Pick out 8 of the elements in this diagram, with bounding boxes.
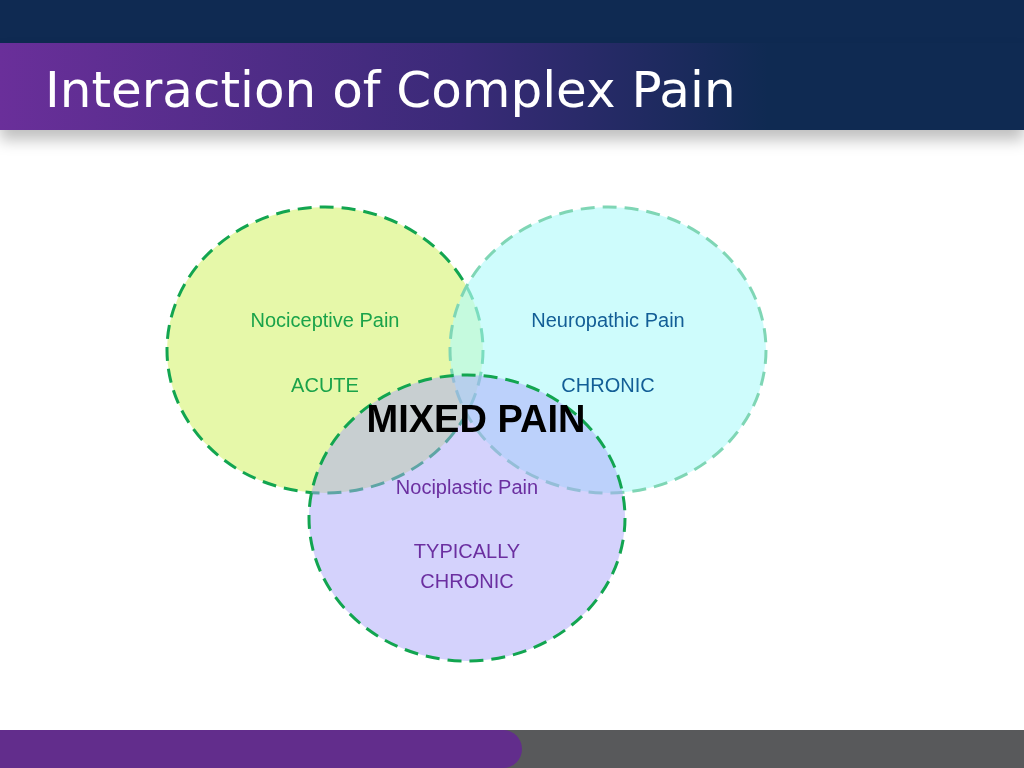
circle-text: CHRONIC [560, 373, 656, 398]
circle-heading: Nociceptive Pain [250, 309, 400, 332]
slide-title: Interaction of Complex Pain [45, 60, 736, 121]
circle-text: TYPICALLY CHRONIC [412, 539, 522, 594]
overlap-label: MIXED PAIN [366, 398, 586, 441]
circle-heading: Nociplastic Pain [395, 476, 539, 499]
circle-heading: Neuropathic Pain [531, 309, 685, 332]
circle-text: ACUTE [290, 373, 360, 398]
